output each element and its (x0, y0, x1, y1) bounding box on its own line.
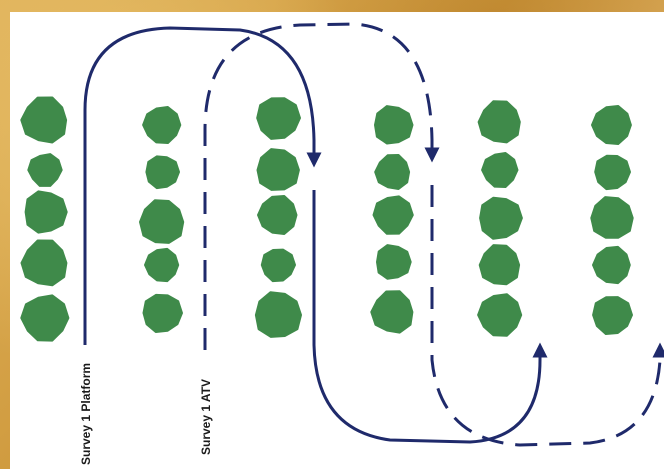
tree-canopy (477, 100, 521, 144)
tree-canopy (592, 245, 631, 285)
tree-canopy (374, 154, 411, 190)
diagram-panel (10, 12, 664, 469)
atv-path-return (430, 185, 664, 447)
tree-canopy (145, 155, 180, 190)
atv-path-label: Survey 1 ATV (199, 379, 213, 455)
tree-canopy (254, 291, 302, 338)
tree-canopy (144, 247, 180, 283)
tree-canopy (479, 196, 523, 240)
tree-canopy (374, 105, 414, 145)
tree-canopy (142, 106, 182, 144)
tree-row-2 (139, 106, 185, 333)
tree-canopy (142, 293, 183, 333)
platform-path-label: Survey 1 Platform (79, 363, 93, 465)
tree-canopy (594, 154, 631, 191)
tree-canopy (139, 199, 185, 244)
tree-canopy (477, 293, 523, 337)
tree-canopy (20, 294, 70, 342)
tree-canopy (20, 239, 68, 287)
tree-canopy (591, 105, 632, 145)
tree-canopy (376, 244, 412, 280)
platform-path-return (312, 190, 548, 444)
tree-canopy (257, 195, 298, 235)
tree-canopy (20, 96, 68, 144)
tree-rows (20, 96, 634, 342)
tree-row-6 (590, 105, 634, 335)
tree-canopy (256, 148, 300, 191)
tree-canopy (481, 152, 519, 188)
platform-path (83, 26, 322, 345)
tree-row-5 (477, 100, 523, 337)
tree-canopy (27, 153, 63, 187)
tree-row-4 (370, 105, 414, 334)
tree-canopy (256, 97, 301, 140)
tree-row-1 (20, 96, 70, 342)
tree-canopy (478, 244, 521, 286)
tree-canopy (372, 195, 414, 235)
tree-canopy (370, 290, 414, 334)
tree-canopy (260, 248, 296, 283)
tree-canopy (24, 190, 68, 234)
tree-row-3 (254, 97, 302, 338)
tree-canopy (592, 296, 633, 335)
tree-canopy (590, 196, 634, 239)
